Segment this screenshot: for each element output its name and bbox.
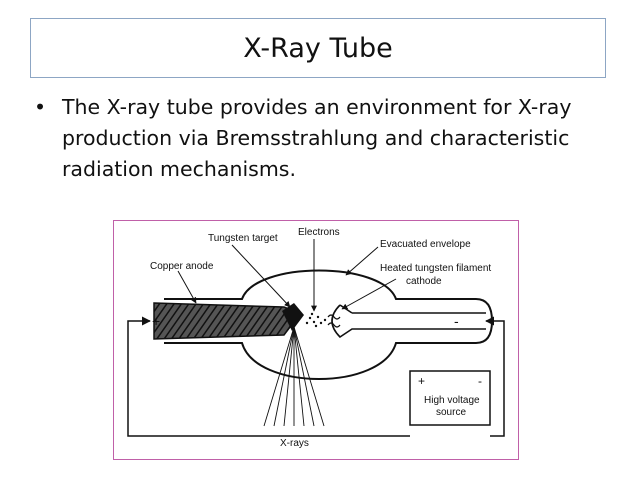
xray-beam: [263, 326, 325, 427]
xray-tube-diagram: Tungsten target Electrons Evacuated enve…: [113, 220, 519, 460]
copper-anode-shape: [153, 302, 295, 340]
cathode-shape: [331, 304, 486, 339]
cathode-wire: [485, 316, 505, 437]
electron-stream: [305, 312, 327, 328]
tungsten-target-shape: [282, 303, 304, 331]
filament-coil: [327, 314, 341, 328]
high-voltage-source-box: [409, 370, 491, 426]
anode-wire: [127, 316, 410, 437]
label-hv-minus: -: [478, 374, 482, 388]
label-plus: +: [152, 313, 160, 329]
slide-title: X-Ray Tube: [243, 32, 393, 64]
label-electrons: Electrons: [298, 227, 340, 238]
label-tungsten-target: Tungsten target: [208, 233, 278, 244]
title-box: X-Ray Tube: [30, 18, 606, 78]
label-filament-line2: cathode: [406, 276, 442, 287]
label-minus: -: [454, 313, 459, 329]
bullet-text: The X-ray tube provides an environment f…: [62, 95, 572, 181]
bullet-icon: •: [34, 95, 47, 119]
label-hv-plus: +: [418, 374, 425, 388]
bullet-list: • The X-ray tube provides an environment…: [32, 92, 602, 185]
leader-lines: [177, 239, 397, 312]
bullet-item: • The X-ray tube provides an environment…: [32, 92, 602, 185]
label-copper-anode: Copper anode: [150, 261, 214, 272]
label-filament-line1: Heated tungsten filament: [380, 263, 491, 274]
label-hv-line1: High voltage: [424, 395, 480, 406]
label-xrays: X-rays: [280, 438, 309, 449]
label-evacuated-envelope: Evacuated envelope: [380, 239, 471, 250]
label-hv-line2: source: [436, 407, 466, 418]
xray-tube-svg: Tungsten target Electrons Evacuated enve…: [127, 227, 505, 449]
